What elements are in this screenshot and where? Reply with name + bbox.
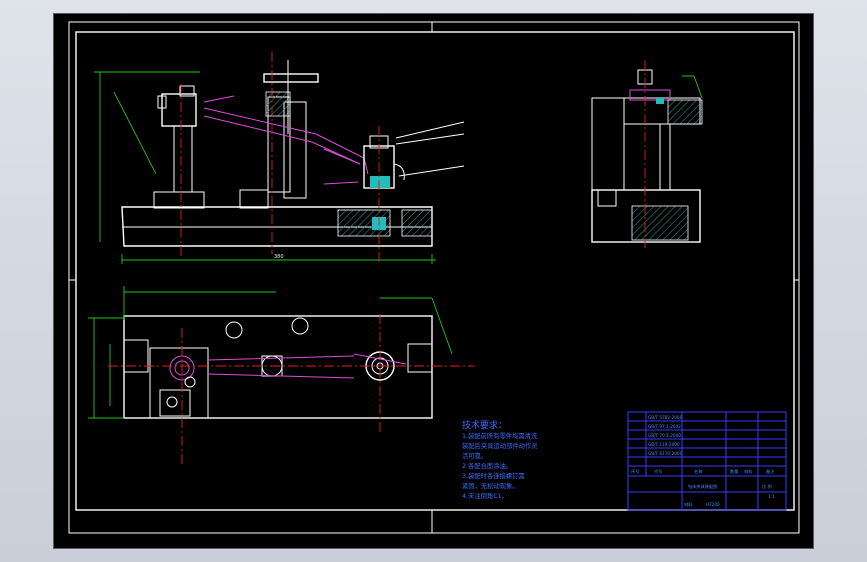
note-line: 1.装配前所有零件均需清洗 — [462, 431, 538, 440]
notes-heading: 技术要求： — [462, 419, 507, 431]
svg-text:380: 380 — [274, 254, 284, 260]
note-line: 4.未注倒角C1。 — [462, 491, 508, 500]
scale-value: 1:1 — [768, 494, 775, 499]
top-view — [88, 286, 474, 464]
drawing-canvas: 380 — [68, 21, 800, 534]
material-label: 材料 — [684, 501, 693, 508]
std-text: GB/T 97.1-2002 — [648, 424, 681, 429]
note-line: 3.装配时各连接螺钉需 — [462, 471, 525, 480]
note-line: 装配后夹具运动部件动作灵 — [462, 441, 538, 450]
drawing-title: 钻床夹具装配图 — [688, 483, 717, 490]
col-header: 备注 — [766, 468, 775, 475]
drawing-sheet[interactable]: 380 — [54, 14, 813, 548]
frame-center-marks — [69, 22, 799, 533]
technical-notes: 技术要求： 1.装配前所有零件均需清洗 装配后夹具运动部件动作灵 活可靠。 2.… — [462, 419, 538, 500]
scale-label: 比 例 — [762, 483, 772, 490]
std-text: GB/T 5782-2000 — [648, 415, 683, 420]
col-header: 名称 — [694, 468, 702, 475]
std-text: GB/T 6170-2000 — [648, 451, 683, 456]
title-block: GB/T 5782-2000 GB/T 97.1-2002 GB/T 70.1-… — [627, 411, 787, 511]
col-header: 代号 — [654, 468, 662, 475]
note-line: 2.各配合面涂油。 — [462, 461, 512, 470]
col-header: 材料 — [744, 468, 753, 475]
outer-frame — [68, 21, 800, 534]
col-header: 序号 — [631, 468, 639, 475]
inner-border — [75, 31, 795, 511]
std-text: GB/T 119-2000 — [648, 442, 680, 447]
side-view — [591, 60, 703, 248]
std-text: GB/T 70.1-2000 — [648, 433, 681, 438]
note-line: 紧固，无松动现象。 — [462, 481, 519, 490]
col-header: 数量 — [730, 468, 738, 475]
front-view: 380 — [94, 52, 465, 264]
note-line: 活可靠。 — [462, 451, 487, 460]
material-value: HT200 — [706, 502, 720, 507]
